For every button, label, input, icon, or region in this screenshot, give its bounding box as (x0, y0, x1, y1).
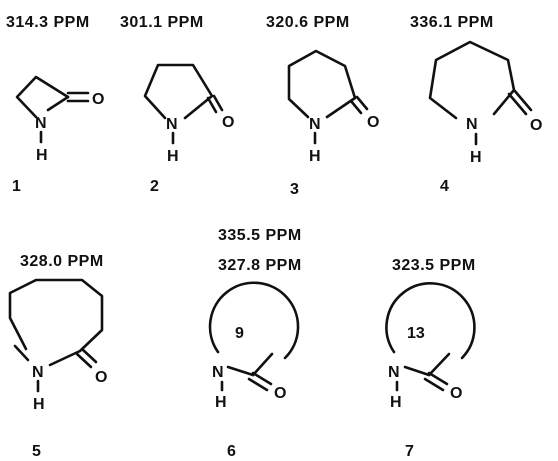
ring-size-compound-6: 9 (235, 325, 244, 342)
atom-n-5: N (32, 364, 44, 381)
label-compound-2: 2 (150, 178, 159, 195)
carbonyl-bond-4a (512, 88, 533, 112)
compound-3: 320.6 PPM N H O 3 (266, 14, 379, 198)
shift-compound-6-b: 327.8 PPM (218, 257, 302, 274)
bond-c-n-1 (46, 95, 70, 112)
atom-h-2: H (167, 148, 179, 165)
carbonyl-bond-7a (427, 371, 449, 386)
carbonyl-bond-3b (349, 99, 363, 115)
atom-o-6: O (274, 385, 286, 402)
atom-o-7: O (450, 385, 462, 402)
atom-o-5: O (95, 369, 107, 386)
shift-compound-1: 314.3 PPM (6, 14, 90, 31)
atom-h-7: H (390, 394, 402, 411)
carbonyl-bond-4b (507, 92, 528, 116)
atom-h-4: H (470, 149, 482, 166)
structure-compound-5 (8, 278, 104, 393)
label-compound-7: 7 (405, 443, 414, 460)
atom-n-1: N (35, 115, 47, 132)
carbonyl-bond-7b (423, 377, 445, 392)
carbonyl-bond-5b (75, 352, 93, 369)
carbonyl-bond-6a (251, 371, 273, 386)
atom-n-2: N (166, 116, 178, 133)
ring-size-compound-7: 13 (407, 325, 425, 342)
atom-h-6: H (215, 394, 227, 411)
atom-o-1: O (92, 91, 104, 108)
structure-compound-2 (143, 63, 224, 145)
carbonyl-bond-2a (212, 94, 224, 112)
carbonyl-bond-2b (206, 96, 218, 114)
structure-compound-6 (208, 281, 300, 392)
ring-bonds-3 (287, 49, 357, 119)
structure-compound-4 (428, 40, 533, 146)
carbonyl-bond-6b (247, 377, 269, 392)
label-compound-3: 3 (290, 181, 299, 198)
shift-compound-4: 336.1 PPM (410, 14, 494, 31)
bond-n-c-7 (403, 365, 431, 377)
ring-arc-6 (208, 281, 300, 360)
shift-compound-6-a: 335.5 PPM (218, 227, 302, 244)
shift-compound-7: 323.5 PPM (392, 257, 476, 274)
compound-1: 314.3 PPM N H O 1 (6, 14, 104, 195)
ring-bonds-1 (15, 75, 70, 119)
compound-4: 336.1 PPM N H O 4 (410, 14, 542, 195)
compound-2: 301.1 PPM N H O 2 (120, 14, 234, 195)
bond-c-ring-6 (251, 352, 274, 377)
atom-n-6: N (212, 364, 224, 381)
atom-o-2: O (222, 114, 234, 131)
label-compound-5: 5 (32, 443, 41, 460)
atom-o-4: O (530, 117, 542, 134)
atom-h-5: H (33, 396, 45, 413)
atom-h-1: H (36, 147, 48, 164)
label-compound-4: 4 (440, 178, 449, 195)
atom-n-3: N (309, 116, 321, 133)
ring-bonds-5 (8, 278, 104, 367)
bond-n-c-6 (226, 365, 255, 377)
label-compound-6: 6 (227, 443, 236, 460)
carbonyl-bond-5a (80, 347, 98, 364)
ring-arc-7 (385, 282, 476, 360)
structure-compound-7 (385, 282, 476, 392)
shift-compound-2: 301.1 PPM (120, 14, 204, 31)
atom-n-7: N (388, 364, 400, 381)
shift-compound-5: 328.0 PPM (20, 253, 104, 270)
compound-7: 323.5 PPM 13 N H O 7 (385, 257, 476, 460)
bond-c-n-5 (13, 344, 30, 362)
shift-compound-3: 320.6 PPM (266, 14, 350, 31)
carbonyl-bond-3a (355, 95, 369, 111)
bond-c-ring-7 (427, 352, 451, 377)
atom-n-4: N (466, 116, 478, 133)
compound-5: 328.0 PPM N H O 5 (8, 253, 107, 460)
ring-bonds-4 (428, 40, 516, 120)
ring-bonds-2 (143, 63, 214, 120)
compound-6: 335.5 PPM 327.8 PPM 9 N H O 6 (208, 227, 302, 460)
structure-compound-1 (15, 75, 90, 144)
atom-o-3: O (367, 114, 379, 131)
atom-h-3: H (309, 148, 321, 165)
structure-compound-3 (287, 49, 369, 145)
label-compound-1: 1 (12, 178, 21, 195)
